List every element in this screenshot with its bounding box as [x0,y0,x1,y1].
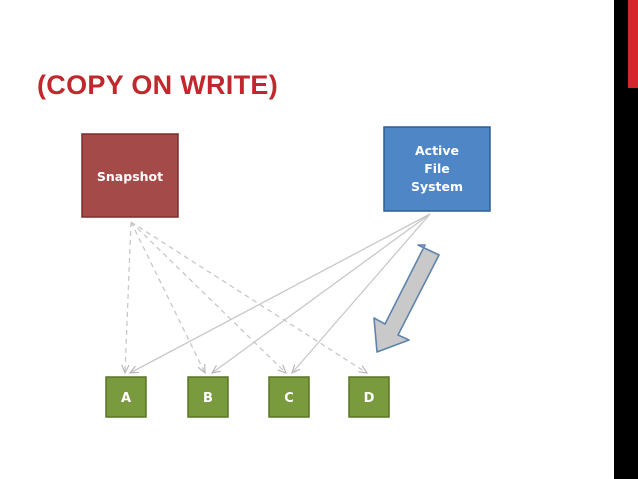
block-d: D [348,376,390,418]
slide-title: (COPY ON WRITE) [37,70,279,100]
active-fs-label-line-1: Active [415,143,459,158]
snapshot-pointer-lines [125,221,367,373]
active-fs-pointer-lines [130,213,431,373]
active-to-c-line [292,213,431,373]
slide-accent-bar [628,0,638,88]
active-file-system-node: Active File System [383,126,491,212]
active-fs-label-line-2: File [424,161,450,176]
snapshot-label: Snapshot [97,169,163,184]
block-a: A [105,376,147,418]
snapshot-to-d-line [130,221,367,373]
block-a-label: A [121,391,131,406]
snapshot-to-a-line [125,221,132,373]
snapshot-node: Snapshot [81,133,179,218]
block-b-label: B [203,391,213,406]
snapshot-to-c-line [130,221,286,373]
redirect-block-arrow [373,244,440,353]
active-fs-label-line-3: System [411,179,463,194]
block-b: B [187,376,229,418]
block-c: C [268,376,310,418]
active-to-b-line [212,213,431,373]
snapshot-to-b-line [130,221,205,373]
active-to-a-line [130,213,431,373]
block-d-label: D [364,391,375,406]
block-c-label: C [284,391,294,406]
copy-on-write-diagram: Snapshot Active File System A B C D [81,126,491,418]
